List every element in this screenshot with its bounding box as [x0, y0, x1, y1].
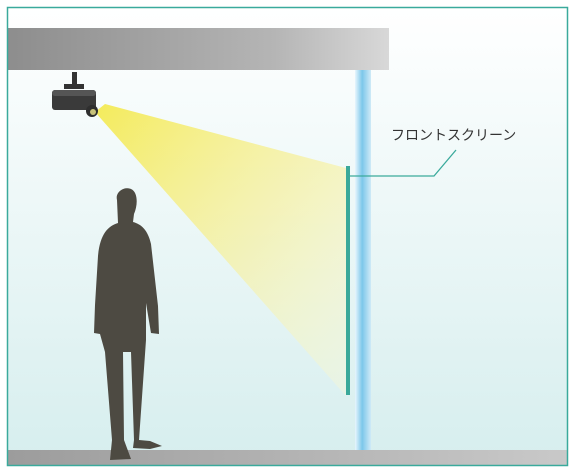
- leader-line: [350, 149, 457, 177]
- ceiling: [7, 28, 389, 70]
- frame-border: [6, 6, 569, 467]
- floor: [7, 450, 568, 466]
- front-screen-label: フロントスクリーン: [391, 128, 516, 144]
- glass-wall: [355, 70, 371, 450]
- person-silhouette: [94, 188, 162, 460]
- front-screen: [346, 166, 350, 395]
- light-beam: [95, 104, 346, 396]
- projector-icon: [52, 72, 98, 117]
